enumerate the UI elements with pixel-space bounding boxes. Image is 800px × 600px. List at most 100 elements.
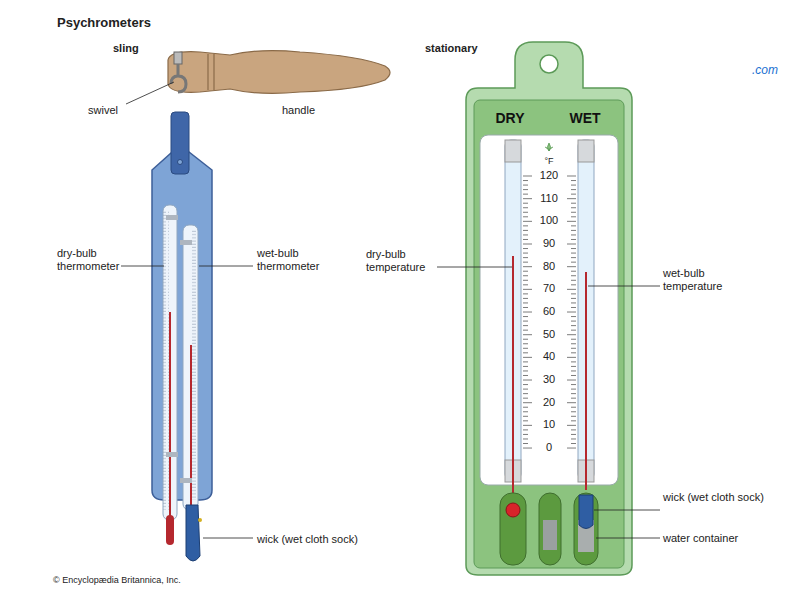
wick bbox=[186, 505, 200, 561]
section-heading: sling bbox=[113, 42, 139, 55]
part-label: wick (wet cloth sock) bbox=[257, 533, 362, 546]
part-label: handle bbox=[282, 104, 315, 117]
scale-tick bbox=[523, 203, 528, 204]
scale-tick bbox=[523, 384, 528, 385]
scale-tick bbox=[571, 438, 576, 439]
scale-tick bbox=[571, 416, 576, 417]
scale-tick bbox=[523, 234, 528, 235]
scale-tick bbox=[571, 316, 576, 317]
scale-tick bbox=[571, 407, 576, 408]
part-label: dry-bulb temperature bbox=[366, 248, 438, 274]
scale-tick bbox=[571, 248, 576, 249]
scale-tick bbox=[523, 434, 528, 435]
scale-tick bbox=[523, 429, 528, 430]
scale-tick bbox=[571, 298, 576, 299]
scale-tick bbox=[523, 420, 528, 421]
scale-tick bbox=[571, 257, 576, 258]
scale-tick bbox=[523, 230, 528, 231]
scale-tick bbox=[567, 448, 576, 449]
scale-tick bbox=[523, 189, 528, 190]
scale-tick bbox=[523, 239, 528, 240]
scale-tick bbox=[523, 198, 532, 199]
title: Psychrometers bbox=[57, 16, 151, 29]
scale-tick bbox=[523, 389, 528, 390]
scale-tick bbox=[571, 280, 576, 281]
scale-tick bbox=[523, 348, 528, 349]
scale-tick bbox=[523, 316, 528, 317]
scale-tick bbox=[567, 425, 576, 426]
scale-tick bbox=[523, 257, 528, 258]
part-label: swivel bbox=[88, 104, 118, 117]
scale-tick bbox=[523, 207, 528, 208]
scale-number: 70 bbox=[529, 282, 569, 295]
scale-tick bbox=[571, 203, 576, 204]
scale-tick bbox=[571, 443, 576, 444]
swivel-hook bbox=[171, 64, 186, 92]
scale-tick bbox=[571, 330, 576, 331]
scale-tick bbox=[523, 352, 528, 353]
scale-tick bbox=[523, 443, 528, 444]
scale-number: 50 bbox=[529, 328, 569, 341]
part-label: dry-bulb thermometer bbox=[57, 247, 123, 273]
scale-tick bbox=[523, 298, 528, 299]
scale-tick bbox=[567, 357, 576, 358]
scale-tick bbox=[571, 275, 576, 276]
scale-tick bbox=[571, 370, 576, 371]
scale-tick bbox=[523, 176, 532, 177]
scale-tick bbox=[523, 448, 532, 449]
scale-tick bbox=[523, 398, 528, 399]
scale-tick bbox=[571, 366, 576, 367]
scale-number: 90 bbox=[529, 237, 569, 250]
scale-tick bbox=[523, 293, 528, 294]
scale-number: 110 bbox=[529, 192, 569, 205]
scale-tick bbox=[567, 244, 576, 245]
scale-tick bbox=[523, 411, 528, 412]
stationary-psychrometer bbox=[466, 42, 632, 575]
scale-tick bbox=[571, 234, 576, 235]
scale-tick bbox=[523, 266, 532, 267]
scale-number: 60 bbox=[529, 305, 569, 318]
part-label: wick (wet cloth sock) bbox=[663, 491, 773, 504]
scale-tick bbox=[571, 207, 576, 208]
scale-number: 40 bbox=[529, 350, 569, 363]
scale-number: 20 bbox=[529, 396, 569, 409]
scale-tick bbox=[571, 398, 576, 399]
scale-tick bbox=[571, 253, 576, 254]
scale-tick bbox=[523, 225, 528, 226]
scale-tick bbox=[571, 239, 576, 240]
scale-tick bbox=[571, 293, 576, 294]
scale-tick bbox=[571, 384, 576, 385]
leader-lines bbox=[121, 82, 660, 538]
part-label: wet-bulb temperature bbox=[663, 267, 743, 293]
scale-tick bbox=[571, 194, 576, 195]
scale-tick bbox=[571, 375, 576, 376]
scale-tick bbox=[571, 420, 576, 421]
scale-number: 0 bbox=[529, 441, 569, 454]
scale-tick bbox=[571, 389, 576, 390]
scale-number: 80 bbox=[529, 260, 569, 273]
scale-tick bbox=[571, 262, 576, 263]
scale-tick bbox=[523, 180, 528, 181]
scale-tick bbox=[567, 334, 576, 335]
scale-tick bbox=[523, 321, 528, 322]
scale-tick bbox=[567, 198, 576, 199]
scale-tick bbox=[523, 216, 528, 217]
scale-number: 10 bbox=[529, 418, 569, 431]
scale-tick bbox=[523, 380, 532, 381]
scale-tick bbox=[523, 375, 528, 376]
scale-tick bbox=[523, 307, 528, 308]
scale-tick bbox=[523, 275, 528, 276]
copyright: © Encyclopædia Britannica, Inc. bbox=[53, 574, 181, 587]
scale-tick bbox=[523, 302, 528, 303]
scale-tick bbox=[523, 212, 528, 213]
scale-tick bbox=[571, 429, 576, 430]
part-label: water container bbox=[663, 532, 773, 545]
scale-tick bbox=[523, 361, 528, 362]
scale-tick bbox=[571, 348, 576, 349]
scale-tick bbox=[571, 321, 576, 322]
scale-tick bbox=[567, 266, 576, 267]
scale-tick bbox=[571, 271, 576, 272]
scale-tick bbox=[523, 248, 528, 249]
scale-tick bbox=[523, 425, 532, 426]
